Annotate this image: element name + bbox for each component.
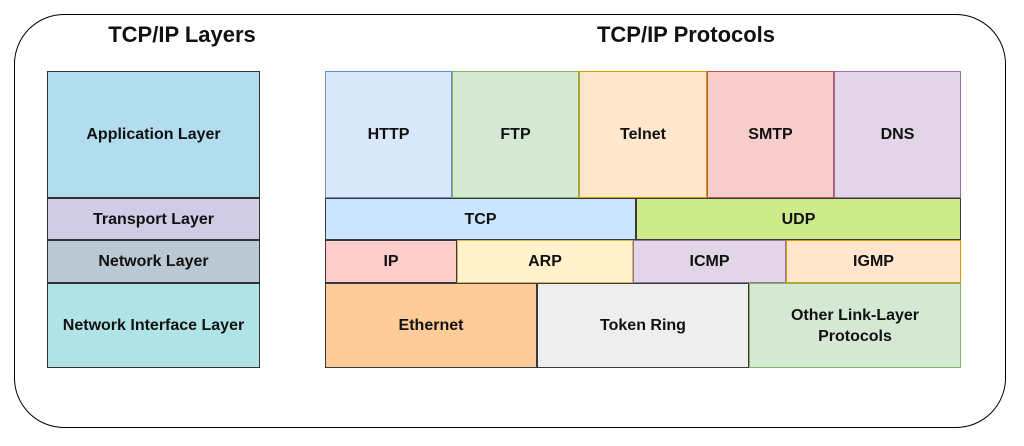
layer-label: Application Layer bbox=[86, 126, 221, 143]
protocol-udp: UDP bbox=[636, 198, 961, 240]
protocol-token-ring: Token Ring bbox=[537, 283, 749, 368]
layer-network: Network Layer bbox=[47, 240, 260, 283]
protocol-smtp: SMTP bbox=[707, 71, 834, 198]
protocol-icmp: ICMP bbox=[633, 240, 786, 283]
protocol-arp: ARP bbox=[457, 240, 633, 283]
protocol-label: DNS bbox=[880, 126, 915, 143]
protocol-label: IP bbox=[383, 253, 399, 270]
protocol-label: Other Link-Layer Protocols bbox=[790, 306, 920, 345]
protocol-label: UDP bbox=[781, 210, 816, 228]
protocol-label: SMTP bbox=[748, 126, 793, 143]
protocol-ftp: FTP bbox=[452, 71, 579, 198]
diagram-frame bbox=[14, 14, 1006, 428]
protocol-label: Ethernet bbox=[398, 317, 464, 334]
protocol-ethernet: Ethernet bbox=[325, 283, 537, 368]
layer-label: Network Interface Layer bbox=[62, 317, 245, 334]
layer-label: Transport Layer bbox=[93, 210, 214, 228]
protocol-label: Token Ring bbox=[600, 317, 686, 334]
protocol-igmp: IGMP bbox=[786, 240, 961, 283]
layers-title: TCP/IP Layers bbox=[108, 22, 256, 47]
protocol-label: HTTP bbox=[367, 126, 410, 143]
protocols-title: TCP/IP Protocols bbox=[596, 22, 776, 47]
layer-application: Application Layer bbox=[47, 71, 260, 198]
protocol-label: ICMP bbox=[689, 253, 730, 270]
protocol-http: HTTP bbox=[325, 71, 452, 198]
layer-transport: Transport Layer bbox=[47, 198, 260, 240]
protocol-label: FTP bbox=[500, 126, 531, 143]
protocol-dns: DNS bbox=[834, 71, 961, 198]
layer-network-interface: Network Interface Layer bbox=[47, 283, 260, 368]
protocol-label: ARP bbox=[528, 253, 562, 270]
protocol-tcp: TCP bbox=[325, 198, 636, 240]
protocol-ip: IP bbox=[325, 240, 457, 283]
protocol-label: TCP bbox=[464, 210, 497, 228]
protocol-other-link-layer: Other Link-Layer Protocols bbox=[749, 283, 961, 368]
protocol-label: Telnet bbox=[620, 126, 666, 143]
protocol-label: IGMP bbox=[853, 253, 894, 270]
protocol-telnet: Telnet bbox=[579, 71, 707, 198]
layer-label: Network Layer bbox=[98, 253, 209, 270]
